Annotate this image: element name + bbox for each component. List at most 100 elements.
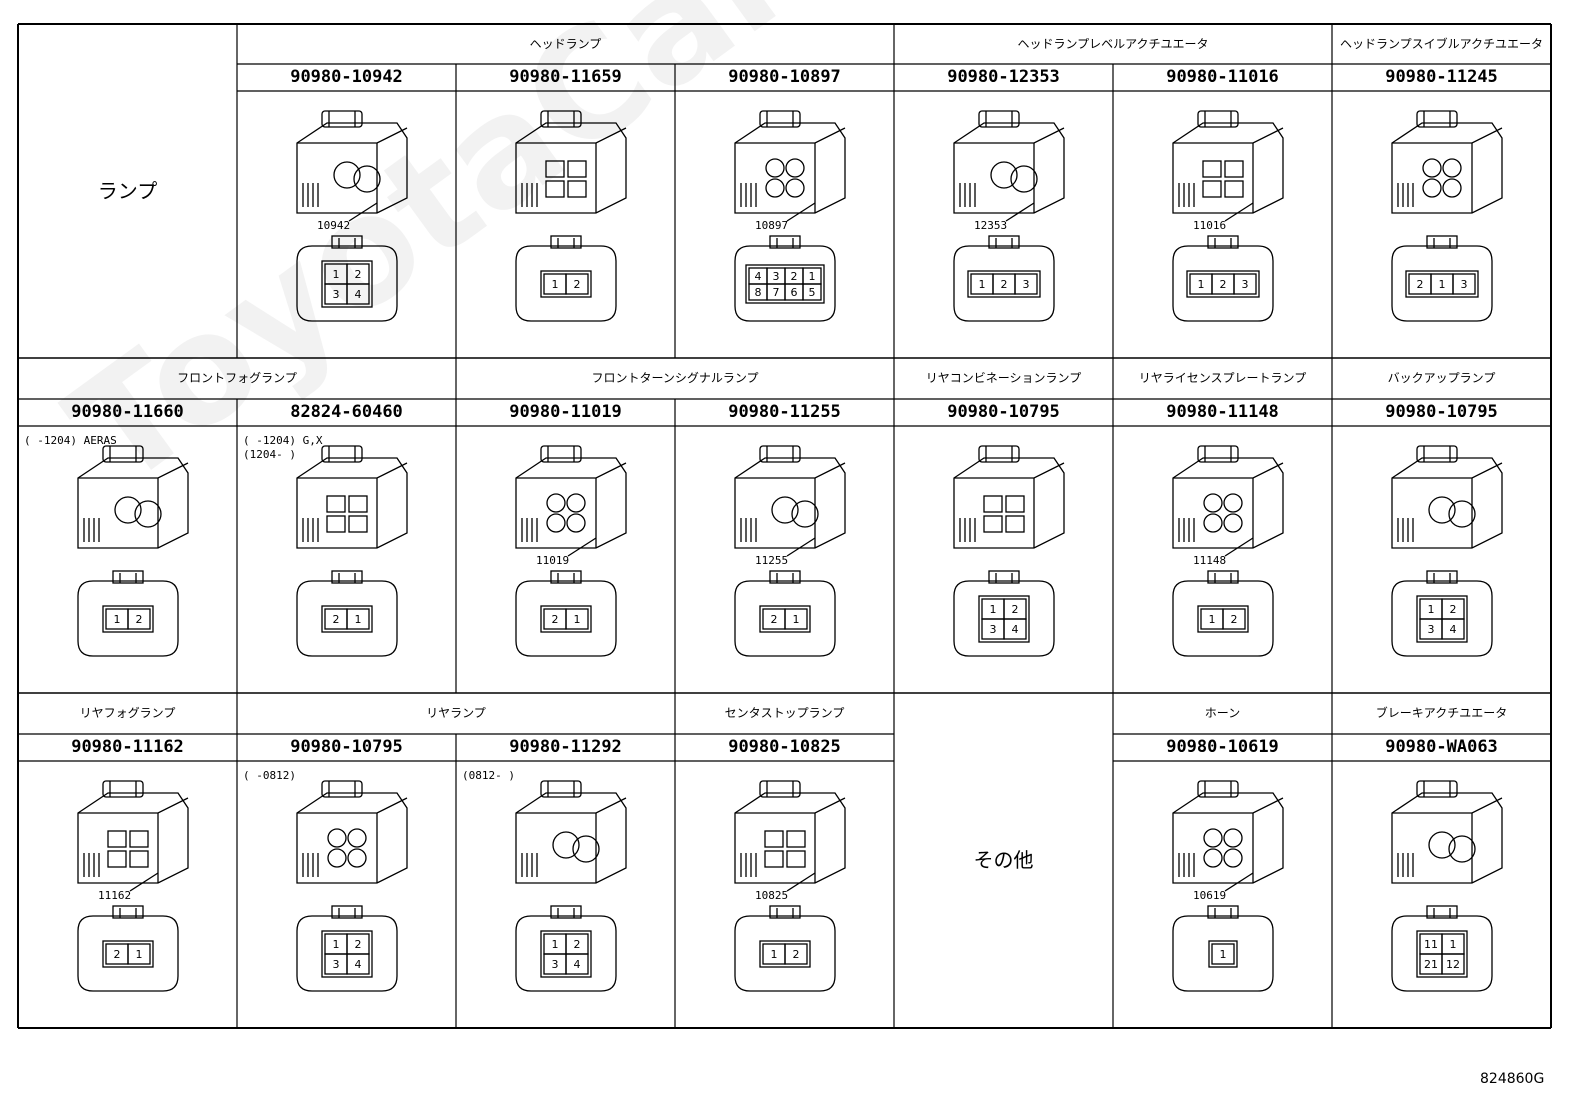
pin-number: 8 (754, 286, 761, 299)
drawing-stroke (567, 537, 597, 557)
drawing-stroke (1203, 781, 1232, 797)
drawing-stroke (108, 446, 137, 462)
connector-housing-drawing (76, 780, 189, 884)
drawing-stroke (786, 872, 816, 892)
drawing-stroke (545, 493, 566, 513)
pin-number: 1 (551, 938, 558, 951)
connector-housing-drawing (733, 780, 846, 884)
drawing-stroke (514, 792, 627, 884)
lead-arrow (786, 202, 816, 222)
drawing-stroke (514, 245, 617, 322)
drawing-stroke (320, 605, 373, 633)
pin-cavity (345, 283, 370, 305)
drawing-stroke (1224, 202, 1254, 222)
drawing-stroke (101, 940, 154, 968)
applicability-note: ( -1204) G,X (243, 434, 323, 447)
pin-number: 2 (551, 613, 558, 626)
drawing-stroke (733, 792, 846, 884)
pin-cavity (1440, 618, 1465, 640)
drawing-stroke (514, 122, 627, 214)
part-number: 90980-11659 (509, 67, 622, 87)
drawing-stroke (758, 110, 801, 128)
drawing-stroke (1196, 605, 1249, 633)
lead-label: 10619 (1193, 889, 1227, 902)
pin-number: 6 (790, 286, 797, 299)
connector-housing-drawing (295, 780, 408, 884)
applicability-note: (1204- ) (243, 448, 296, 461)
group-title: センタストップランプ (724, 706, 845, 720)
drawing-stroke (546, 446, 575, 462)
pin-number: 2 (790, 270, 797, 283)
drawing-stroke (770, 496, 799, 524)
drawing-stroke (952, 245, 1055, 322)
drawing-stroke (515, 462, 626, 479)
pin-number: 4 (354, 288, 361, 301)
pin-number: 1 (1449, 938, 1456, 951)
drawing-stroke (1196, 110, 1239, 128)
drawing-stroke (1202, 828, 1223, 848)
drawing-stroke (1425, 570, 1458, 584)
drawing-stroke (325, 495, 346, 513)
drawing-stroke (1222, 513, 1243, 533)
pin-number: 2 (332, 613, 339, 626)
drawing-stroke (977, 445, 1020, 463)
connector-housing-drawing (1390, 110, 1503, 214)
drawing-stroke (327, 446, 356, 462)
group-title: フロントターンシグナルランプ (591, 371, 759, 385)
pin-number: 3 (1460, 278, 1467, 291)
drawing-stroke (295, 792, 408, 884)
drawing-stroke (332, 161, 361, 189)
pin-number: 1 (332, 268, 339, 281)
group-title: リヤライセンスプレートランプ (1138, 371, 1307, 385)
drawing-stroke (296, 127, 407, 144)
pin-number: 1 (1197, 278, 1204, 291)
group-title: ブレーキアクチユエータ (1375, 706, 1508, 720)
drawing-stroke (1171, 792, 1284, 884)
pin-number: 4 (573, 958, 580, 971)
lead-arrow (1224, 537, 1254, 557)
pin-number: 1 (1219, 948, 1226, 961)
drawing-stroke (76, 580, 179, 657)
pin-number: 2 (354, 268, 361, 281)
drawing-stroke (76, 792, 189, 884)
drawing-stroke (539, 930, 592, 978)
pin-number: 1 (354, 613, 361, 626)
part-number: 90980-10795 (290, 737, 403, 757)
drawing-stroke (1172, 127, 1283, 144)
drawing-stroke (785, 830, 806, 848)
drawing-stroke (320, 260, 373, 308)
pin-cavity (564, 953, 589, 975)
pin-number: 2 (1230, 613, 1237, 626)
drawing-stroke (326, 848, 347, 868)
pin-cavity (564, 608, 589, 630)
drawing-stroke (763, 850, 784, 868)
pin-cavity (783, 943, 808, 965)
connector-housing-drawing (1390, 780, 1503, 884)
part-number: 90980-10795 (947, 402, 1060, 422)
pin-number: 1 (989, 603, 996, 616)
drawing-stroke (539, 445, 582, 463)
drawing-stroke (1427, 496, 1456, 524)
drawing-stroke (1223, 160, 1244, 178)
pin-cavity (564, 273, 589, 295)
drawing-stroke (1206, 905, 1239, 919)
drawing-stroke (784, 178, 805, 198)
group-title: フロントフォグランプ (177, 371, 297, 385)
pin-number: 2 (770, 613, 777, 626)
drawing-stroke (1415, 595, 1468, 643)
pin-cavity (1451, 273, 1476, 295)
drawing-stroke (295, 915, 398, 992)
drawing-stroke (539, 780, 582, 798)
lead-label: 12353 (974, 219, 1008, 232)
drawing-stroke (1427, 831, 1456, 859)
pin-number: 3 (1241, 278, 1248, 291)
drawing-stroke (549, 235, 582, 249)
drawing-stroke (347, 495, 368, 513)
drawing-stroke (111, 905, 144, 919)
pin-number: 1 (792, 613, 799, 626)
